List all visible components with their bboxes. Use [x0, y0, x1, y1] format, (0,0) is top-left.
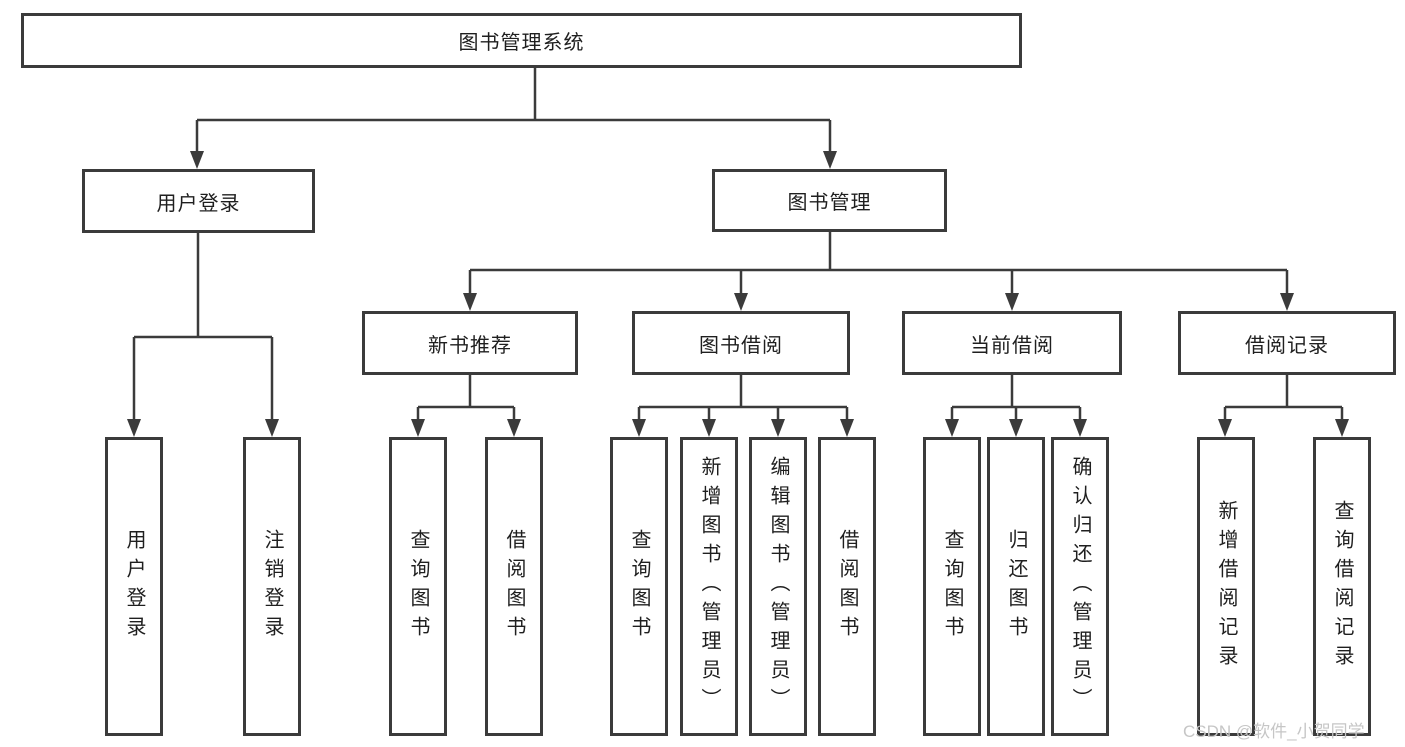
node-book-borrow: 图书借阅 [632, 311, 850, 375]
node-leaf-query-books-borrow: 查询图书 [610, 437, 668, 736]
csdn-watermark: CSDN @软件_小贺同学 [1183, 722, 1365, 741]
node-new-book-recommend: 新书推荐 [362, 311, 578, 375]
node-leaf-user-login: 用户登录 [105, 437, 163, 736]
node-leaf-borrow-books: 借阅图书 [818, 437, 876, 736]
node-leaf-add-books-admin: 新增图书（管理员） [680, 437, 738, 736]
node-leaf-edit-books-admin: 编辑图书（管理员） [749, 437, 807, 736]
node-leaf-query-borrow-record: 查询借阅记录 [1313, 437, 1371, 736]
node-leaf-return-books: 归还图书 [987, 437, 1045, 736]
node-borrow-records: 借阅记录 [1178, 311, 1396, 375]
node-leaf-confirm-return-admin: 确认归还（管理员） [1051, 437, 1109, 736]
node-user-login-group: 用户登录 [82, 169, 315, 233]
node-leaf-query-books-rec: 查询图书 [389, 437, 447, 736]
arrowheads [127, 151, 1349, 437]
node-book-management-group: 图书管理 [712, 169, 947, 232]
node-leaf-logout: 注销登录 [243, 437, 301, 736]
node-leaf-borrow-books-rec: 借阅图书 [485, 437, 543, 736]
node-leaf-add-borrow-record: 新增借阅记录 [1197, 437, 1255, 736]
node-leaf-query-books-current: 查询图书 [923, 437, 981, 736]
node-current-borrow: 当前借阅 [902, 311, 1122, 375]
node-root-system: 图书管理系统 [21, 13, 1022, 68]
